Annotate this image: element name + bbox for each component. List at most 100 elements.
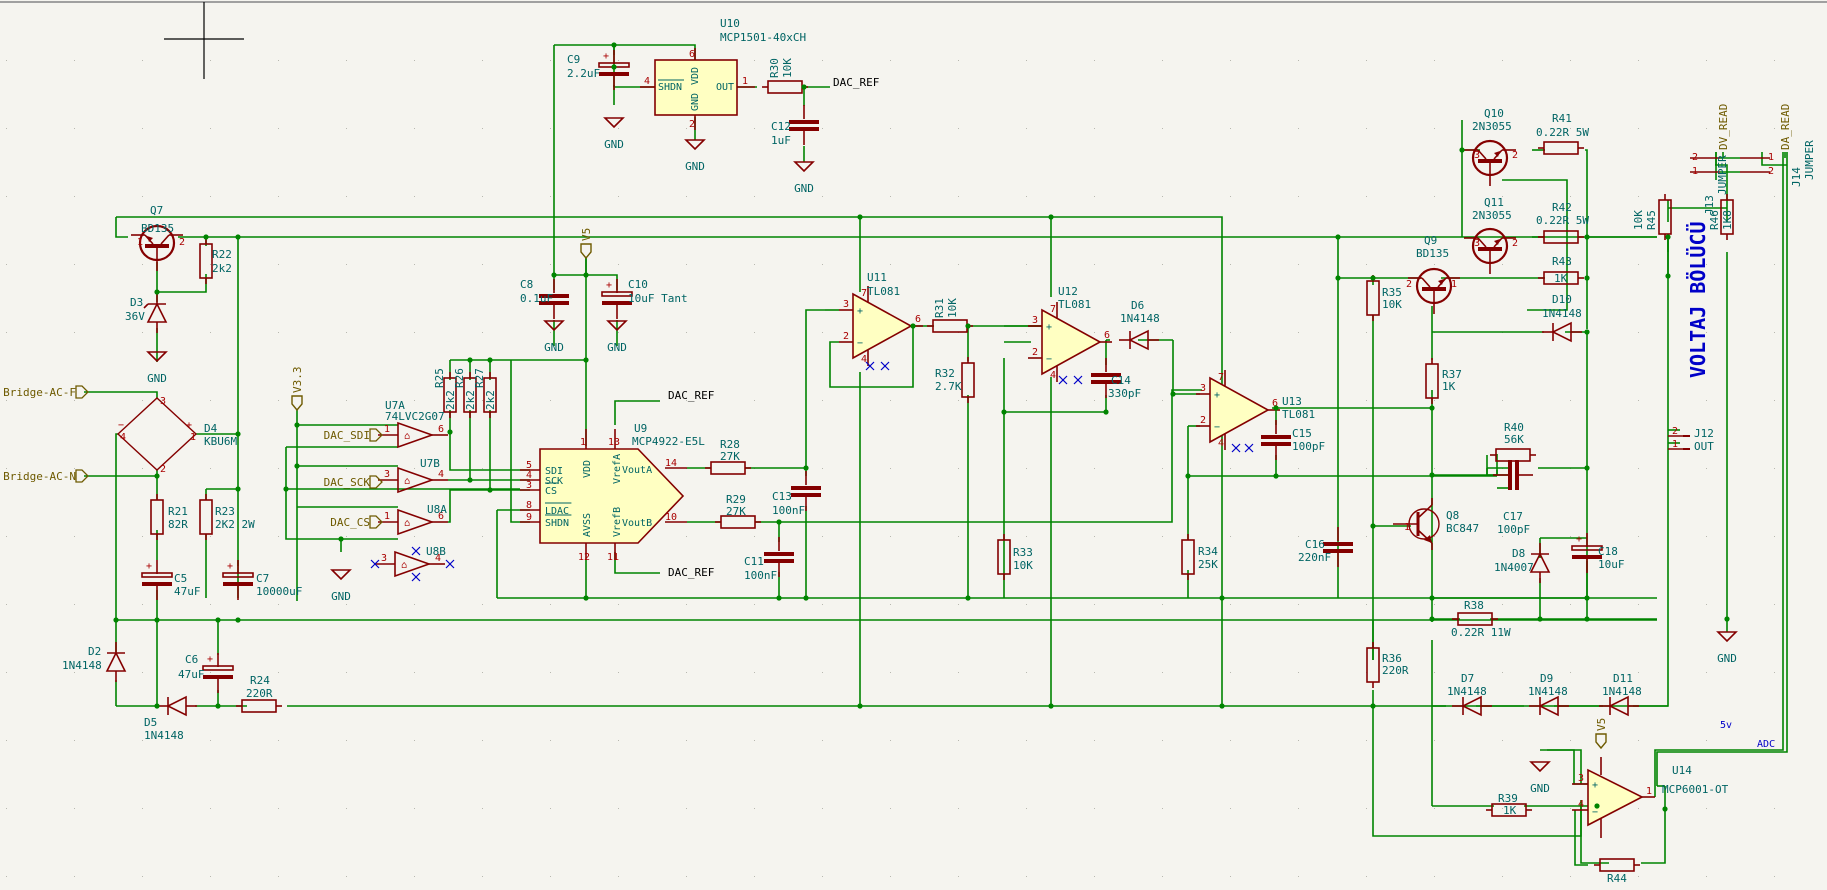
wire[interactable] [116,216,1223,390]
resistor-r44[interactable]: R44 [1594,858,1640,885]
wire[interactable] [1585,149,1588,329]
ic-u9-mcp4922[interactable]: 5SDI4SCK3CS8LDAC9SHDNVDDAVSSVrefAVrefBVo… [520,422,705,563]
wire[interactable] [614,400,660,425]
global-label-dac-sck[interactable]: DAC_SCK [324,475,383,489]
wire[interactable] [510,360,530,523]
global-label-dac-sdi[interactable]: DAC_SDI [324,428,383,442]
wire[interactable] [84,470,158,477]
wire[interactable] [115,217,128,238]
wire[interactable] [448,431,530,471]
global-label-bridge-ac-n[interactable]: Bridge-AC-N [3,469,89,483]
wire[interactable] [805,309,825,468]
capacitor-c8[interactable]: C80.1uF [520,278,569,319]
wire[interactable] [448,489,530,523]
wire[interactable] [755,389,1202,523]
wire[interactable] [1547,749,1582,784]
wire[interactable] [1761,152,1787,166]
global-label-bridge-ac-f[interactable]: Bridge-AC-F [3,385,89,399]
wire[interactable] [1656,152,1788,786]
wire[interactable] [1372,690,1582,837]
wire[interactable] [1574,810,1588,866]
wire[interactable] [829,326,914,388]
wire[interactable] [157,274,207,293]
wire[interactable] [1654,152,1784,797]
wire[interactable] [1633,600,1669,707]
wire[interactable] [115,433,118,620]
global-label-dac-cs[interactable]: DAC_CS [330,515,383,529]
wire[interactable] [1502,179,1568,311]
wire[interactable] [1641,786,1666,864]
wire[interactable] [285,447,398,540]
wire[interactable] [614,552,660,574]
junction [803,465,809,471]
capacitor-c9[interactable]: +C92.2uF [567,50,630,90]
wire[interactable] [1715,164,1728,208]
wire[interactable] [84,391,158,398]
